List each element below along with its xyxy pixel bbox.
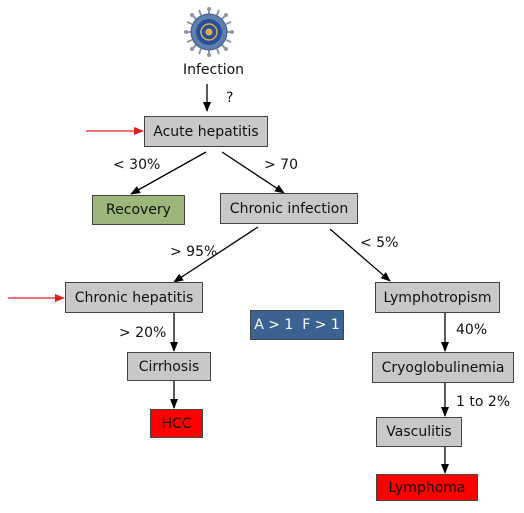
edge-label-chronic-hepatitis: > 95% (170, 244, 218, 260)
edge-label-lymphotropism: < 5% (360, 235, 399, 251)
arrow-acute-to-recovery (130, 151, 207, 195)
cirrhosis-box: Cirrhosis (127, 352, 211, 381)
infection-label: Infection (183, 62, 245, 78)
acute-hepatitis-box: Acute hepatitis (144, 116, 268, 147)
hcc-box: HCC (150, 409, 203, 438)
edge-label-cirrhosis: > 20% (119, 325, 167, 341)
lymphoma-box: Lymphoma (376, 474, 478, 501)
edge-label-cryoglobulinemia: 40% (456, 322, 488, 338)
chronic-infection-box: Chronic infection (220, 193, 358, 224)
vasculitis-box: Vasculitis (376, 417, 462, 447)
unknown-rate-label: ? (226, 90, 234, 106)
edge-label-vasculitis: 1 to 2% (456, 394, 511, 410)
arrow-acute-to-chronic (221, 151, 285, 194)
activity-fibrosis-box: A > 1 F > 1 (250, 310, 344, 340)
cryoglobulinemia-box: Cryoglobulinemia (372, 352, 514, 383)
edge-label-recovery: < 30% (113, 157, 161, 173)
arrow-chronic-to-chronic-hepatitis (173, 226, 259, 283)
virus-particle-icon (184, 7, 234, 57)
arrow-chronic-to-lymphotropism (329, 228, 391, 282)
lymphotropism-box: Lymphotropism (375, 282, 500, 313)
recovery-box: Recovery (92, 195, 185, 225)
edge-label-chronic: > 70 (264, 157, 298, 173)
chronic-hepatitis-box: Chronic hepatitis (65, 282, 203, 313)
